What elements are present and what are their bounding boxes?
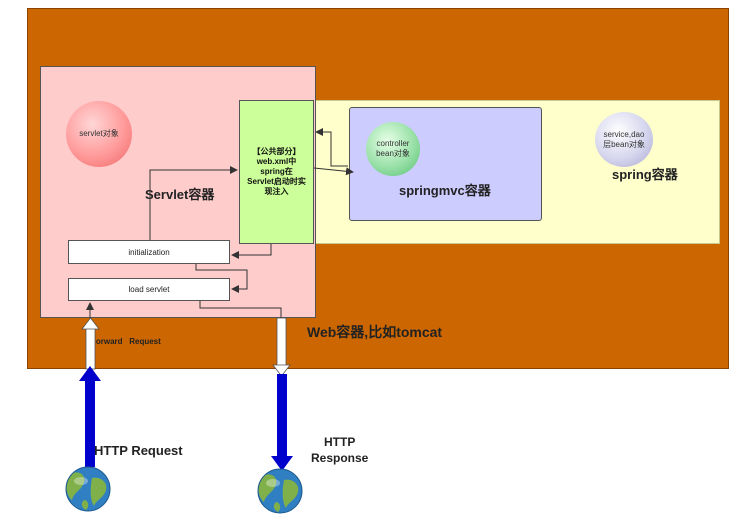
web-container-label: Web容器,比如tomcat	[307, 324, 443, 340]
server-globe-icon	[257, 468, 303, 514]
servlet-container-label: Servlet容器	[145, 187, 215, 202]
spring-container-label: spring容器	[612, 167, 678, 182]
forward-request-label: Forward Request	[91, 337, 161, 346]
client-globe-icon	[65, 466, 111, 512]
initialization-step: initialization	[68, 240, 230, 264]
servlet-object: servlet对象	[66, 101, 132, 167]
http-response-label: HTTP Response	[311, 435, 369, 465]
shared-config-box: 【公共部分】 web.xml中 spring在 Servlet启动时实 现注入	[239, 100, 314, 244]
http-response-blue-arrow	[271, 374, 293, 471]
http-request-label: HTTP Request	[94, 443, 183, 458]
load-servlet-step: load servlet	[68, 278, 230, 301]
service-dao-bean-object: service,dao 层bean对象	[595, 112, 653, 167]
springmvc-container-label: springmvc容器	[399, 183, 491, 198]
controller-bean-object: controller bean对象	[366, 122, 420, 176]
